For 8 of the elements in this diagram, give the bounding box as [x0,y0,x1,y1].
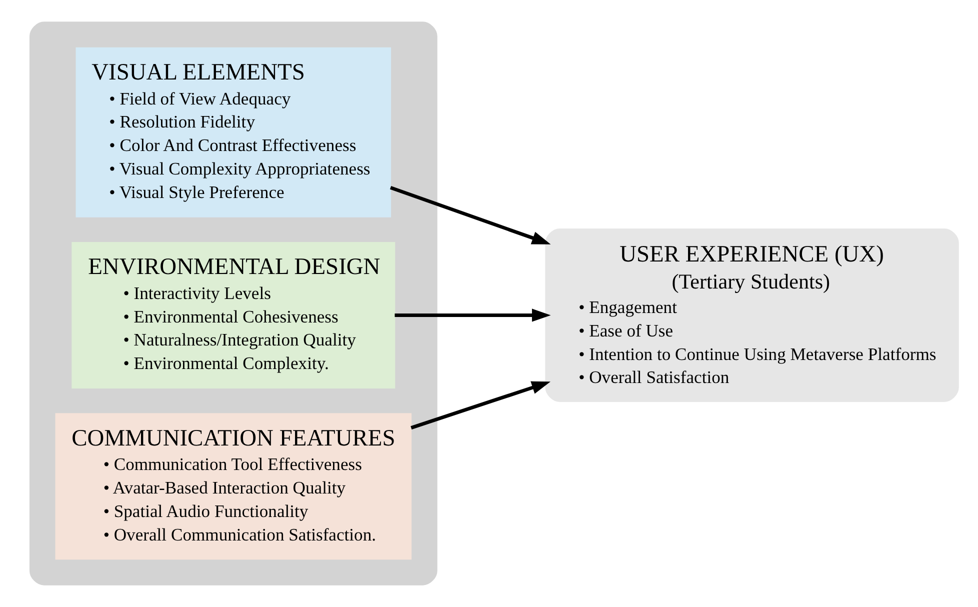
arrow [389,186,550,244]
cluster [28,22,437,586]
node-box: ENVIRONMENTAL DESIGN • Interactivity Levels • Environmental Cohesiveness • Naturalness/Integration Quality • Environmental Complexity. [71,242,395,388]
node-box: COMMUNICATION FEATURES • Communication Tool Effectiveness • Avatar-Based Interaction Quality • Spatial Audio Functionality • Overall Communication Satisfaction. [54,413,412,560]
node-box: VISUAL ELEMENTS • Field of View Adequacy • Resolution Fidelity • Color And Contrast Effectiveness • Visual Complexity Appropriateness • Visual Style Preference [75,47,391,218]
arrow [394,308,550,322]
node-box: USER EXPERIENCE (UX) (Tertiary Students) • Engagement • Ease of Use • Intention to Continue Using Metaverse Platforms • Overall Satisfaction [544,228,958,402]
arrow [410,381,550,430]
